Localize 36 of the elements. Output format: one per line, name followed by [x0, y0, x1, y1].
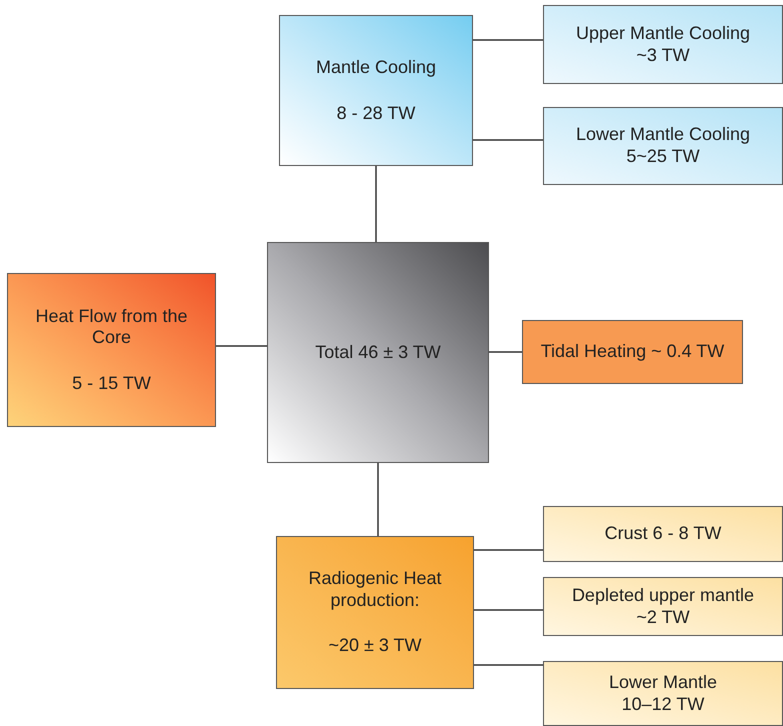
- box-text: Tidal Heating ~ 0.4 TW: [540, 341, 724, 363]
- connector-line: [375, 166, 377, 242]
- connector-line: [473, 39, 543, 41]
- process-box: [276, 536, 474, 689]
- box-text: Total 46 ± 3 TW: [315, 342, 441, 364]
- process-box: [279, 15, 473, 166]
- connector-line: [474, 664, 543, 666]
- box-text: Crust 6 - 8 TW: [604, 523, 722, 545]
- process-box: [267, 242, 489, 463]
- connector-line: [474, 549, 543, 551]
- process-box: [7, 273, 216, 427]
- box-text: 5~25 TW: [626, 146, 700, 168]
- box-text: 10–12 TW: [622, 694, 704, 716]
- connector-line: [474, 609, 543, 611]
- box-text: 5 - 15 TW: [72, 372, 151, 394]
- process-box: [543, 577, 783, 636]
- process-box: [543, 107, 783, 185]
- box-text: Upper Mantle Cooling: [576, 22, 750, 44]
- box-text: ~20 ± 3 TW: [328, 635, 422, 657]
- box-text: Mantle Cooling: [316, 56, 436, 78]
- connector-line: [377, 463, 379, 536]
- box-text: Lower Mantle Cooling: [576, 124, 750, 146]
- box-text: Heat Flow from the Core: [34, 306, 189, 349]
- box-text: Radiogenic Heat production:: [307, 568, 443, 612]
- process-box: [543, 5, 783, 84]
- box-text: ~2 TW: [636, 606, 690, 628]
- box-text: ~3 TW: [636, 44, 690, 66]
- box-text: 8 - 28 TW: [336, 102, 416, 124]
- connector-line: [489, 351, 522, 353]
- box-text: Depleted upper mantle: [572, 584, 754, 606]
- box-text: Lower Mantle: [608, 672, 718, 694]
- process-box: [543, 661, 783, 726]
- connector-line: [473, 139, 543, 141]
- connector-line: [216, 345, 267, 347]
- process-box: [522, 320, 743, 384]
- process-box: [543, 506, 783, 562]
